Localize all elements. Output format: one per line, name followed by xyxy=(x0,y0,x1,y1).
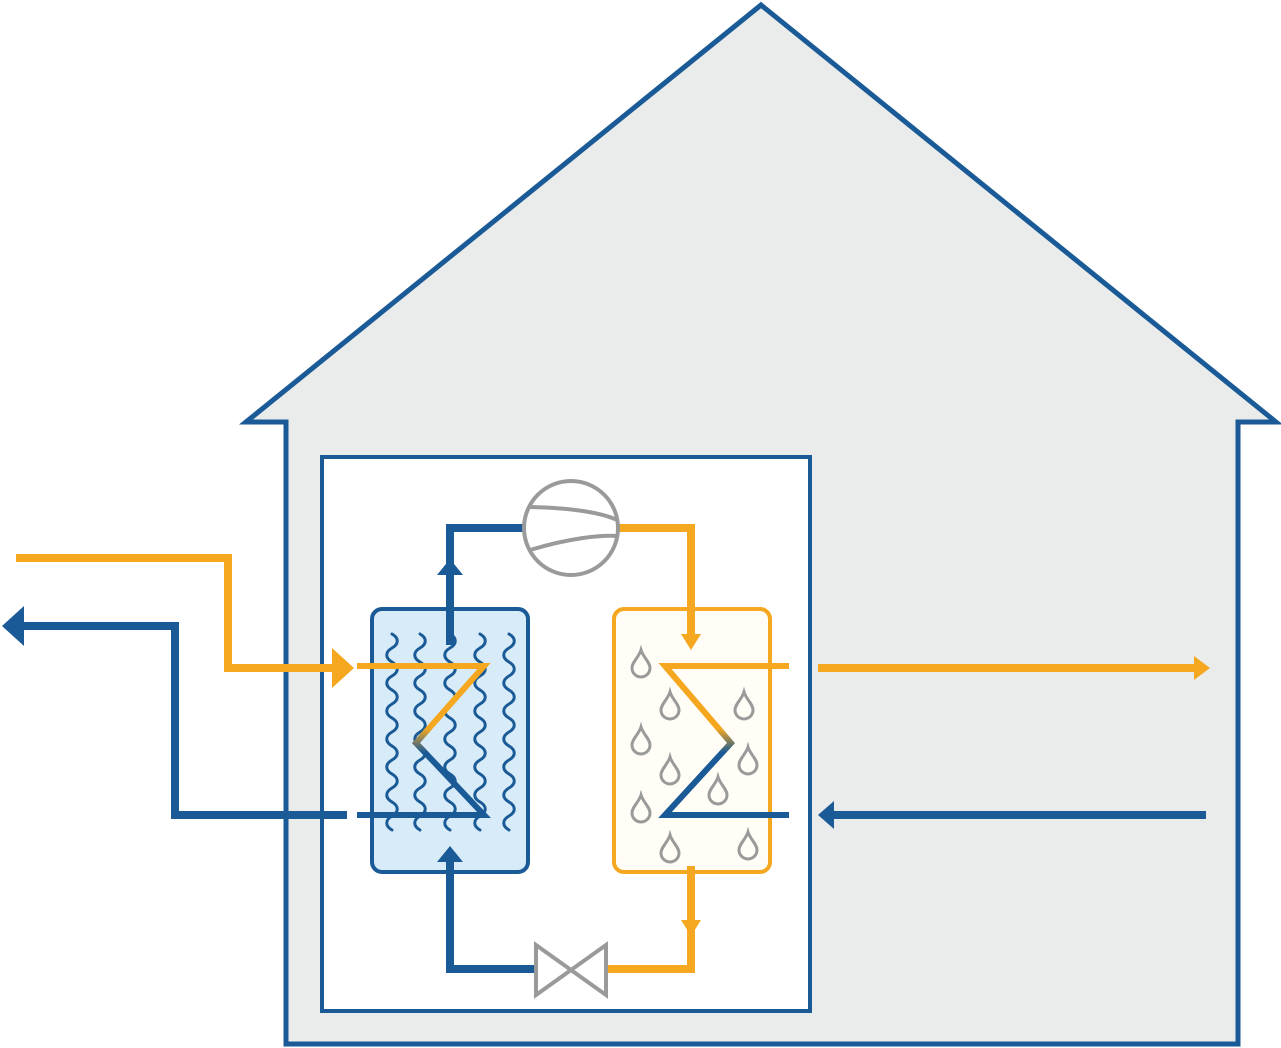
expansion-valve-icon xyxy=(534,941,608,999)
source-supply-arrow xyxy=(332,648,354,688)
heating-return-arrow xyxy=(818,801,834,829)
evaporator xyxy=(370,607,530,874)
source-return-arrow xyxy=(2,606,24,646)
source-supply-line xyxy=(16,554,336,672)
compressor-icon xyxy=(522,479,620,577)
heating-supply-arrow xyxy=(1194,656,1210,680)
source-return-line xyxy=(22,622,347,819)
evaporator-to-compressor-line xyxy=(446,524,524,645)
condenser-inlet-arrow xyxy=(681,634,701,650)
condenser-coil xyxy=(658,663,789,818)
condenser-to-valve-line xyxy=(606,866,695,973)
valve-to-evaporator-line xyxy=(446,860,536,973)
compressor-to-condenser-line xyxy=(619,524,695,636)
evaporator-coil xyxy=(357,663,491,818)
refrigerant-circuit xyxy=(437,524,701,973)
condenser xyxy=(612,607,772,874)
evaporator-outlet-arrow xyxy=(437,559,463,575)
evaporator-inlet-arrow xyxy=(437,846,463,862)
valve-feed-arrow xyxy=(681,920,701,936)
